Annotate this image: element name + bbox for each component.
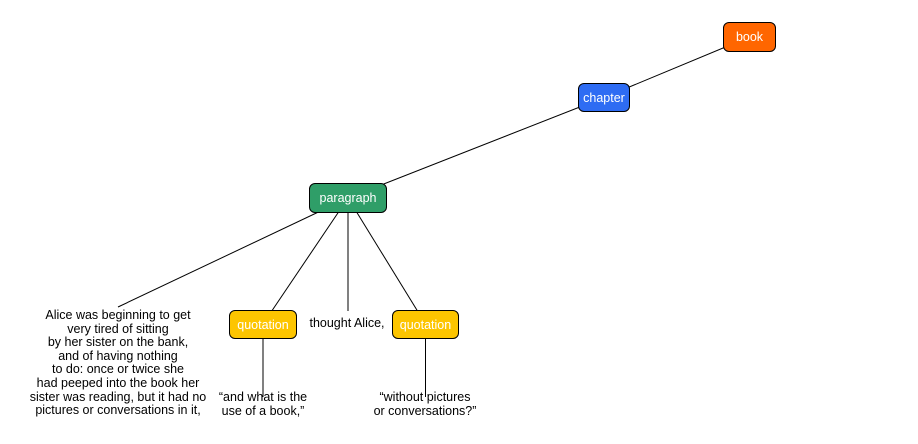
tree-node-book[interactable]: book	[723, 22, 776, 52]
tree-node-chapter[interactable]: chapter	[578, 83, 630, 112]
leaf-text-quotation-2: “without pictures or conversations?”	[373, 390, 477, 418]
leaf-text-quotation-1: “and what is the use of a book,”	[218, 390, 308, 418]
tree-node-paragraph[interactable]: paragraph	[309, 183, 387, 213]
tree-node-quotation-2[interactable]: quotation	[392, 310, 459, 339]
tree-node-quotation-1[interactable]: quotation	[229, 310, 297, 339]
leaf-text-thought-alice: thought Alice,	[309, 316, 385, 330]
leaf-text-paragraph-intro: Alice was beginning to get very tired of…	[29, 308, 207, 418]
